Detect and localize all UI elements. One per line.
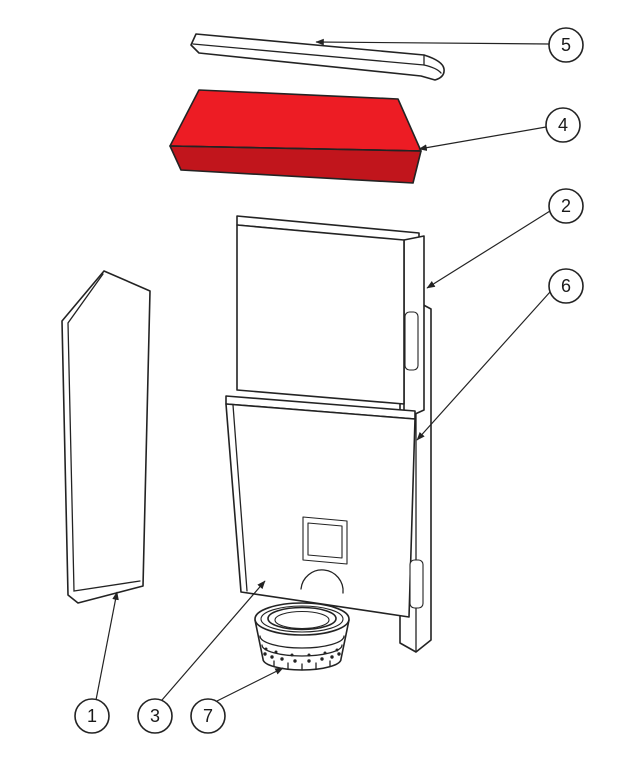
- callout-circle: [548, 268, 584, 304]
- baffle-crease-line: [169, 145, 422, 152]
- burner-hole: [307, 653, 311, 657]
- burner-pot-inner-ring: [274, 610, 330, 630]
- burner-hole: [274, 650, 278, 654]
- burner-pot-hatch-marks: [273, 660, 331, 671]
- burner-hole: [264, 647, 268, 651]
- part-top-strip: [190, 33, 445, 81]
- leader-line-3: [161, 580, 266, 701]
- burner-hole: [307, 659, 311, 663]
- burner-hole: [335, 648, 339, 652]
- callout-circle: [137, 698, 173, 734]
- burner-hole: [263, 652, 267, 656]
- burner-hole: [270, 655, 274, 659]
- callout-circle: [545, 107, 581, 143]
- callout-circle: [548, 27, 584, 63]
- callout-circle: [190, 698, 226, 734]
- callout-1: 1: [74, 698, 110, 734]
- callout-2: 2: [548, 188, 584, 224]
- side-rail-lower-slot: [409, 559, 424, 609]
- burner-hole: [280, 657, 284, 661]
- callout-6: 6: [548, 268, 584, 304]
- lower-panel-arch-notch: [300, 569, 344, 594]
- burner-hole: [337, 652, 341, 656]
- leader-line-5: [315, 38, 550, 46]
- leader-line-1: [95, 591, 119, 701]
- burner-hole: [290, 653, 294, 657]
- burner-hole: [293, 659, 297, 663]
- lower-panel-front-face: [225, 403, 416, 618]
- callout-label: 2: [561, 196, 571, 216]
- burner-hole: [320, 657, 324, 661]
- side-panel-thickness-line: [67, 273, 141, 592]
- part-upper-back-panel: [236, 215, 425, 420]
- upper-panel-slot: [404, 311, 419, 371]
- callout-7: 7: [190, 698, 226, 734]
- lower-panel-left-edge-line: [232, 404, 248, 592]
- callout-label: 7: [203, 706, 213, 726]
- callout-4: 4: [545, 107, 581, 143]
- baffle-front-lip: [169, 145, 422, 184]
- callout-label: 5: [561, 35, 571, 55]
- burner-hole: [323, 651, 327, 655]
- leader-line-2: [426, 210, 551, 289]
- callout-5: 5: [548, 27, 584, 63]
- callout-label: 4: [558, 115, 568, 135]
- part-baffle-plate-highlighted: [169, 89, 422, 184]
- upper-panel-front-face: [236, 224, 405, 405]
- burner-pot-band-line-1: [259, 635, 345, 649]
- burner-pot-holes: [263, 647, 341, 663]
- callout-circle: [548, 188, 584, 224]
- leader-line-6: [416, 291, 551, 441]
- baffle-top-face: [169, 89, 422, 152]
- callout-label: 1: [87, 706, 97, 726]
- callout-3: 3: [137, 698, 173, 734]
- leader-line-4: [418, 126, 547, 151]
- lower-panel-window-inner: [307, 522, 343, 559]
- leader-line-7: [216, 667, 284, 702]
- side-panel-outline: [61, 270, 151, 604]
- burner-hole: [330, 655, 334, 659]
- part-burner-pot: [254, 602, 350, 671]
- part-left-side-panel: [61, 270, 151, 604]
- callout-label: 3: [150, 706, 160, 726]
- part-lower-front-panel: [225, 395, 424, 618]
- top-strip-outline: [190, 33, 445, 81]
- leader-lines: [95, 38, 551, 702]
- callout-circle: [74, 698, 110, 734]
- callout-label: 6: [561, 276, 571, 296]
